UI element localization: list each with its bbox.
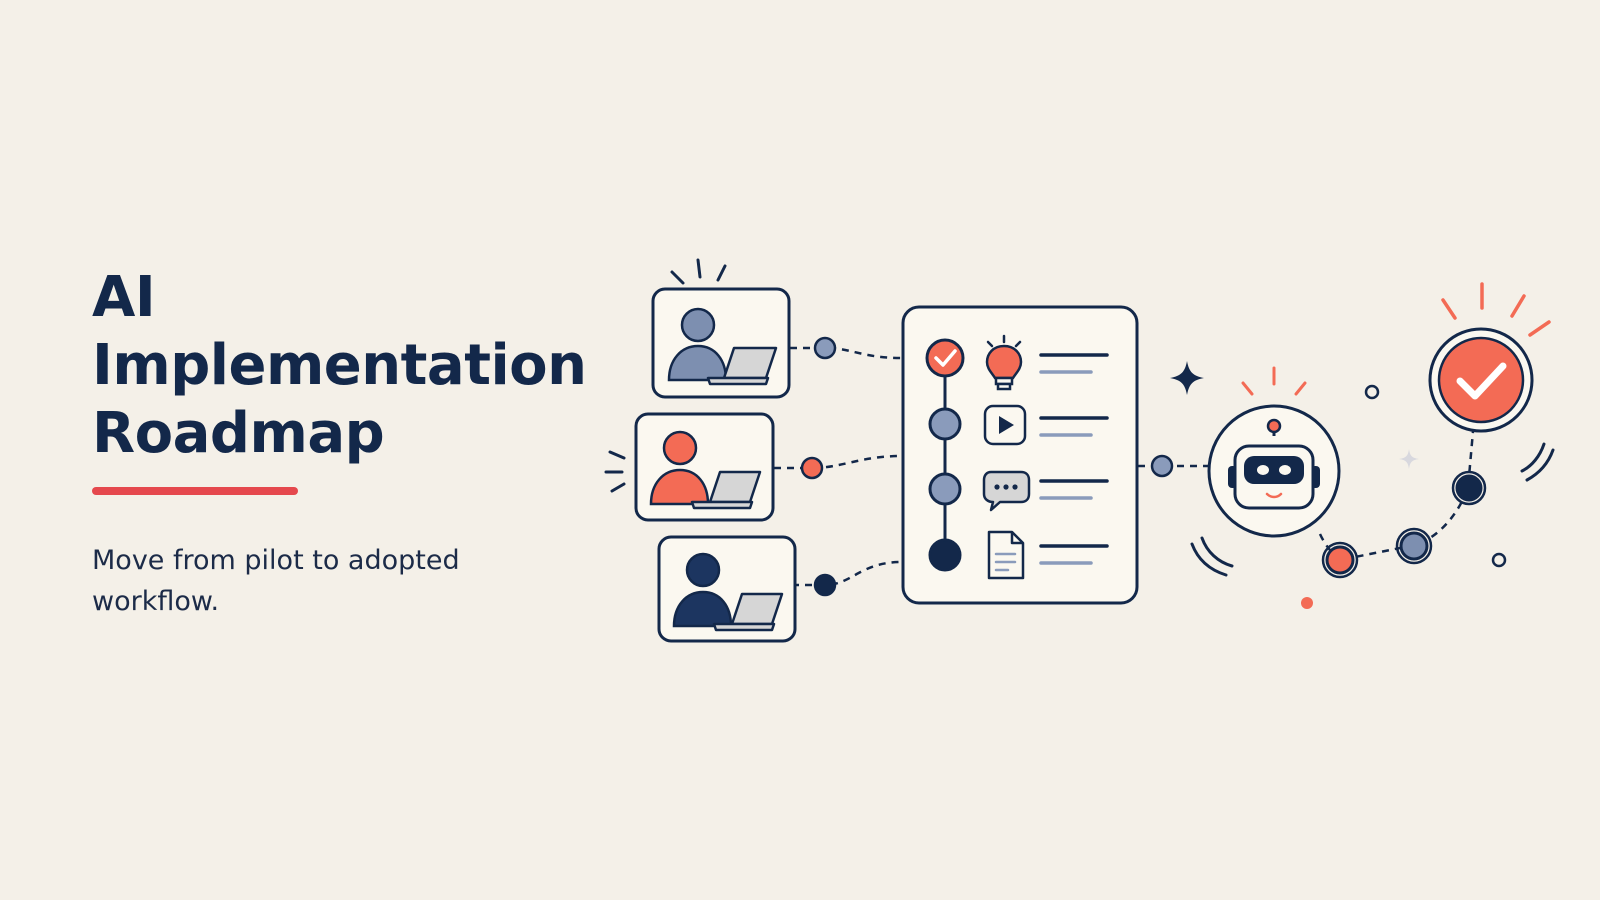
page-title: AI Implementation Roadmap [92,264,612,468]
checklist-panel [901,305,1139,605]
path-node-1-halo [1321,541,1359,579]
title-line-1: AI [92,265,156,330]
step-complete-icon [925,338,965,378]
step-3-dot [928,472,962,506]
play-video-icon [983,404,1027,446]
connector-node-2 [800,456,824,480]
participant-card-1 [651,258,791,399]
step-2-dot [928,407,962,441]
subtitle: Move from pilot to adopted workflow. [92,545,460,617]
participant-card-2 [604,412,775,522]
path-node-2-halo [1395,527,1433,565]
step-4-dot [928,538,962,572]
checkmark-badge-icon [1428,282,1555,482]
spark-lines [670,258,727,285]
connector-node-1 [813,336,837,360]
decor-dot [1301,597,1313,609]
path-node-2 [1399,531,1429,561]
decor-ring-1 [1364,384,1380,400]
chat-bubble-icon [982,470,1031,512]
person-at-laptop-icon [649,430,762,510]
decor-ring-2 [1491,552,1507,568]
robot-icon [1190,366,1341,577]
title-line-2: Implementation [92,333,587,398]
person-at-laptop-icon [672,552,784,632]
participant-card-3 [657,535,797,643]
path-node-1 [1325,545,1355,575]
title-underline [92,487,298,495]
sparkle-icon [1170,361,1204,395]
path-node-3-halo [1451,470,1487,506]
connector-node-3 [813,573,837,597]
person-at-laptop-icon [667,307,778,386]
path-node-3 [1455,474,1483,502]
spark-lines [604,450,626,493]
title-line-3: Roadmap [92,401,385,466]
checklist-text-lines [1039,353,1109,565]
sparkle-faint-icon [1399,449,1419,469]
lightbulb-icon [985,334,1023,391]
connector-node-4 [1150,454,1174,478]
document-icon [987,530,1025,580]
